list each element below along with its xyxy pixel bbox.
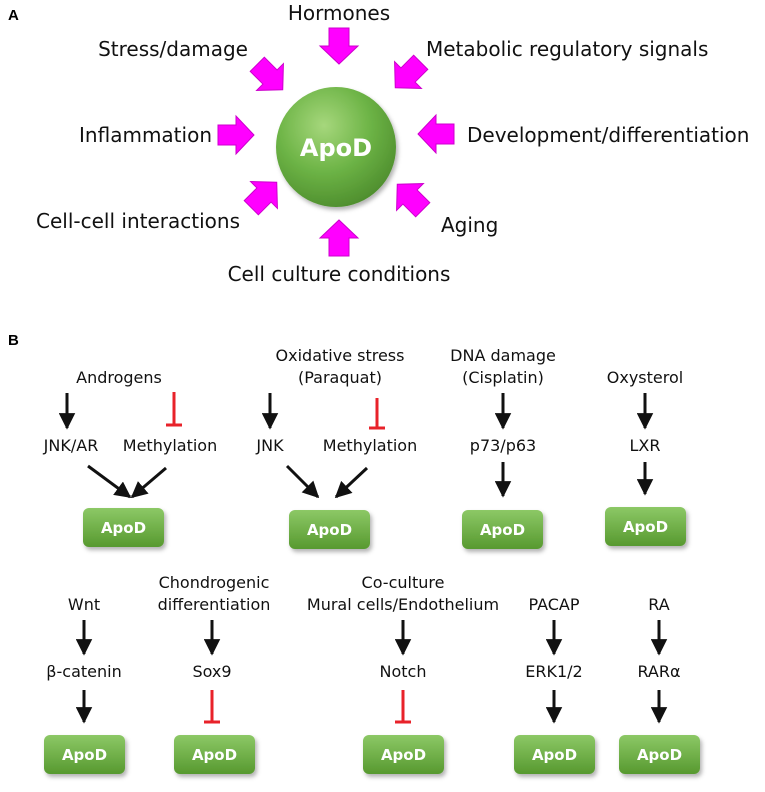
ra-label: RA xyxy=(648,595,669,614)
apod-box-pacap xyxy=(514,735,595,774)
jnk-to-apod-arrow-icon xyxy=(285,464,320,499)
apod-box-chondro xyxy=(174,735,255,774)
lxr-label: LXR xyxy=(630,436,661,455)
co-culture-label: Co-culture xyxy=(362,573,445,592)
apod-box-androgens xyxy=(83,508,164,547)
jnk-ar-label: JNK/AR xyxy=(43,436,99,455)
jnk-label: JNK xyxy=(255,436,284,455)
p73-p63-label: p73/p63 xyxy=(470,436,536,455)
cell-cell-arrow-icon xyxy=(237,168,291,222)
paraquat-label: (Paraquat) xyxy=(298,368,382,387)
stress-damage-label: Stress/damage xyxy=(98,37,248,61)
oxidative-stress-label: Oxidative stress xyxy=(276,346,405,365)
apod-box-ra xyxy=(619,735,700,774)
apod-pacap-label: ApoD xyxy=(532,746,577,764)
rar-alpha-label: RARα xyxy=(637,662,680,681)
inflammation-label: Inflammation xyxy=(79,123,212,147)
hormones-label: Hormones xyxy=(288,1,390,25)
notch-label: Notch xyxy=(380,662,427,681)
androgens-label: Androgens xyxy=(76,368,162,387)
androgens-methylation-inhibit-icon xyxy=(166,392,182,427)
erk12-label: ERK1/2 xyxy=(525,662,582,681)
panel-a-label: A xyxy=(8,7,19,24)
chondrogenic-label: Chondrogenic xyxy=(159,573,270,592)
dna-damage-label: DNA damage xyxy=(450,346,556,365)
development-label: Development/differentiation xyxy=(467,123,749,147)
metabolic-signals-label: Metabolic regulatory signals xyxy=(426,37,708,61)
cell-cell-label: Cell-cell interactions xyxy=(36,209,240,233)
cell-culture-arrow-icon xyxy=(319,219,359,257)
apod-oxidative-label: ApoD xyxy=(307,521,352,539)
inflammation-arrow-icon xyxy=(217,115,255,155)
notch-inhibit-icon xyxy=(395,690,411,724)
methylation1-to-apod-arrow-icon xyxy=(130,466,167,499)
apod-androgens-label: ApoD xyxy=(101,519,146,537)
pacap-label: PACAP xyxy=(528,595,579,614)
apod-coculture-label: ApoD xyxy=(381,746,426,764)
methylation2-to-apod-arrow-icon xyxy=(334,466,369,499)
sox9-inhibit-icon xyxy=(204,690,220,724)
apod-wnt-label: ApoD xyxy=(62,746,107,764)
aging-label: Aging xyxy=(441,213,498,237)
aging-arrow-icon xyxy=(383,170,437,224)
hormones-arrow-icon xyxy=(319,27,359,65)
wnt-label: Wnt xyxy=(68,595,100,614)
apod-box-dna xyxy=(462,510,543,549)
oxidative-methylation-label: Methylation xyxy=(323,436,417,455)
apod-box-oxysterol xyxy=(605,507,686,546)
apod-box-oxidative xyxy=(289,510,370,549)
oxidative-methylation-inhibit-icon xyxy=(369,398,385,430)
apod-ra-label: ApoD xyxy=(637,746,682,764)
apod-oxysterol-label: ApoD xyxy=(623,518,668,536)
panel-b-label: B xyxy=(8,332,19,349)
apod-box-wnt xyxy=(44,735,125,774)
mural-endothelium-label: Mural cells/Endothelium xyxy=(307,595,499,614)
apod-center-circle xyxy=(276,87,396,207)
androgens-methylation-label: Methylation xyxy=(123,436,217,455)
cisplatin-label: (Cisplatin) xyxy=(462,368,544,387)
stress-arrow-icon xyxy=(243,50,297,104)
apod-chondro-label: ApoD xyxy=(192,746,237,764)
differentiation-label: differentiation xyxy=(158,595,271,614)
oxysterol-label: Oxysterol xyxy=(607,368,683,387)
beta-catenin-label: β-catenin xyxy=(46,662,121,681)
apod-box-coculture xyxy=(363,735,444,774)
cell-culture-label: Cell culture conditions xyxy=(228,262,451,286)
apod-center-label: ApoD xyxy=(300,134,372,162)
apod-dna-label: ApoD xyxy=(480,521,525,539)
sox9-label: Sox9 xyxy=(192,662,231,681)
jnkar-to-apod-arrow-icon xyxy=(87,464,132,499)
development-arrow-icon xyxy=(417,114,455,154)
